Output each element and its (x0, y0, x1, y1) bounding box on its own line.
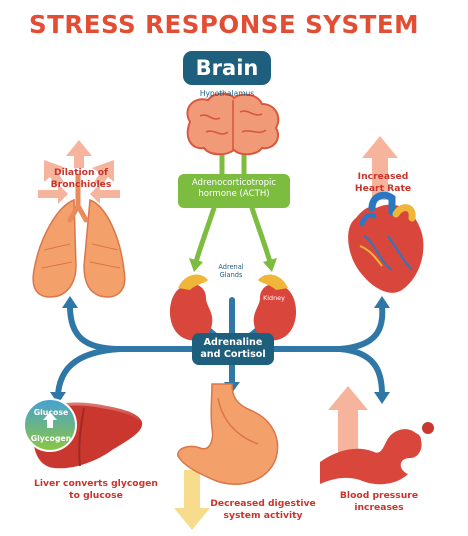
bronchioles-label: Dilation of Bronchioles (50, 167, 112, 190)
acth-label: Adrenocorticotropic hormone (ACTH) (191, 178, 277, 199)
lungs-icon (32, 173, 126, 298)
diagram-title: STRESS RESPONSE SYSTEM (29, 10, 419, 39)
blood-vessel-icon (320, 422, 434, 485)
bronchiole-dilation-arrows (38, 140, 120, 204)
increase-arrow-up (362, 136, 398, 200)
brain-label-box: Brain (183, 51, 271, 85)
adrenal-glands-label: Adrenal Glands (218, 263, 244, 279)
liver-effect-label: Liver converts glycogen to glucose (34, 478, 158, 501)
kidney-label: Kidney (263, 294, 285, 302)
glucose-label: Glucose (33, 408, 69, 417)
heart-icon (348, 191, 424, 293)
glycogen-label: Glycogen (30, 434, 72, 443)
stomach-icon (177, 383, 279, 485)
acth-box (178, 174, 290, 208)
adrenaline-cortisol-box: Adrenaline and Cortisol (192, 333, 274, 365)
digestive-decrease-arrow (174, 470, 210, 530)
hypothalamus-label: Hypothalamus (199, 89, 255, 98)
heart-rate-label: Increased Heart Rate (354, 171, 412, 194)
brain-icon (186, 92, 280, 156)
acth-arrowheads (189, 258, 277, 272)
blood-pressure-label: Blood pressure increases (339, 490, 419, 513)
glucose-glycogen-icon (23, 398, 77, 452)
left-kidney-icon (169, 274, 213, 341)
right-kidney-icon (253, 274, 297, 341)
digestive-effect-label: Decreased digestive system activity (210, 498, 316, 521)
